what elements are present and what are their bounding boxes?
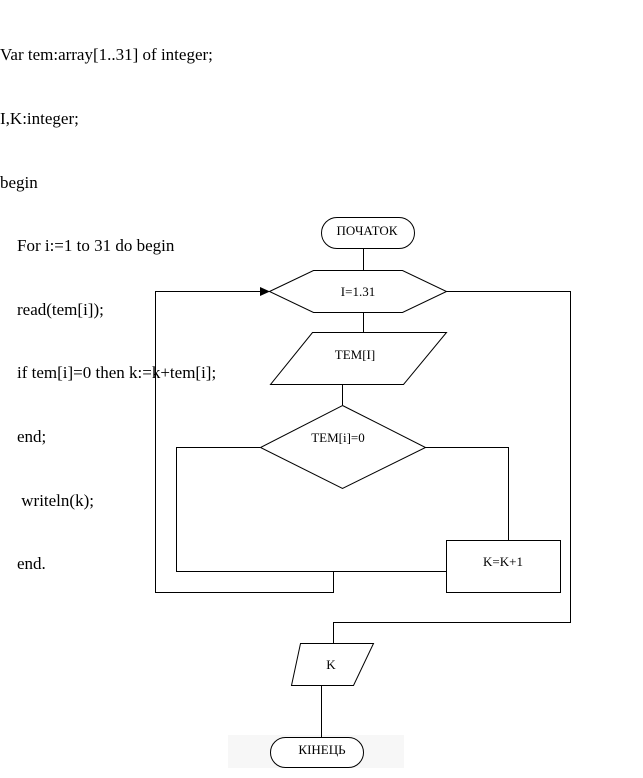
condition-label: TEM[i]=0 [311, 430, 365, 445]
loop-back-connector [155, 291, 334, 593]
code-line: writeln(k); [0, 490, 94, 510]
code-line: end; [0, 426, 47, 446]
code-line: if tem[i]=0 then k:=k+tem[i]; [0, 363, 217, 383]
connector-no-branch [176, 447, 446, 572]
output-label: K [326, 657, 336, 672]
arrow-icon [260, 287, 270, 296]
condition-diamond [259, 404, 427, 490]
code-line: I,K:integer; [0, 109, 79, 128]
connector-yes-branch [425, 447, 509, 540]
loop-exit-connector [333, 291, 571, 643]
code-line: Var tem:array[1..31] of integer; [0, 45, 213, 65]
input-label: TEM[I] [335, 347, 375, 362]
code-line: end. [0, 554, 46, 574]
process-label: K=K+1 [483, 554, 523, 569]
pascal-code: Var tem:array[1..31] of integer; I,K:int… [0, 2, 216, 596]
input-parallelogram [269, 332, 448, 385]
code-line: For i:=1 to 31 do begin [0, 236, 175, 256]
start-label: ПОЧАТОК [337, 223, 398, 238]
loop-label: I=1.31 [341, 284, 375, 299]
code-line: begin [0, 172, 38, 192]
process-box [446, 540, 561, 593]
connectors [155, 249, 571, 737]
output-parallelogram [290, 643, 375, 686]
start-terminal [321, 217, 415, 249]
loop-hexagon [268, 270, 448, 313]
end-label: КІНЕЦЬ [298, 742, 346, 757]
code-line: read(tem[i]); [0, 299, 104, 319]
end-terminal [270, 737, 364, 768]
